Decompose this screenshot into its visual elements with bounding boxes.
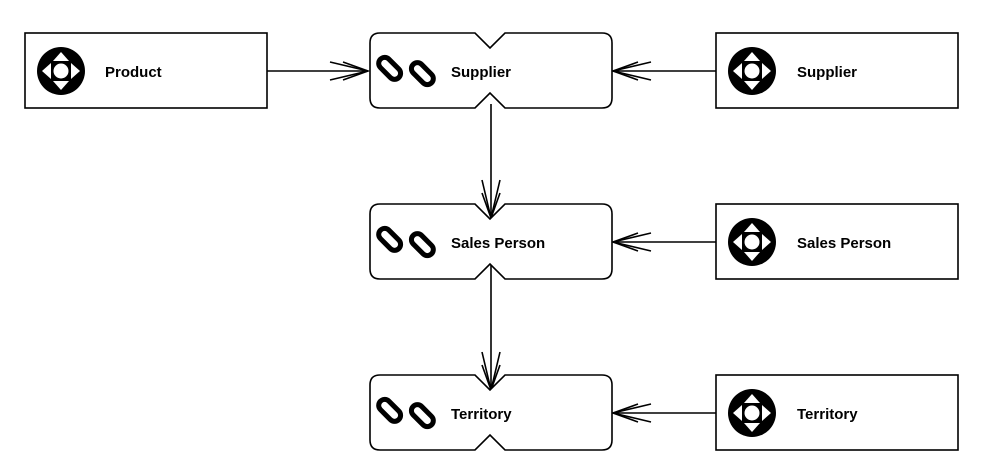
- hub-label: Sales Person: [797, 235, 891, 252]
- link-node-supplier[interactable]: Supplier: [369, 32, 613, 109]
- hub-label: Product: [105, 64, 162, 81]
- link-label: Territory: [451, 406, 512, 423]
- hub-icon: [728, 389, 776, 437]
- hub-node-territory[interactable]: Territory: [715, 374, 959, 451]
- link-label: Supplier: [451, 64, 511, 81]
- arrow-product-to-supplier-link: [267, 61, 371, 81]
- arrow-supplier-link-to-sales-person-link: [481, 104, 501, 221]
- hub-icon: [728, 47, 776, 95]
- hub-node-product[interactable]: Product: [24, 32, 268, 109]
- arrow-territory-hub-to-link: [610, 403, 716, 423]
- arrow-supplier-hub-to-supplier-link: [610, 61, 716, 81]
- hub-node-supplier[interactable]: Supplier: [715, 32, 959, 109]
- link-node-sales-person[interactable]: Sales Person: [369, 203, 613, 280]
- link-node-territory[interactable]: Territory: [369, 374, 613, 451]
- arrow-sales-person-link-to-territory-link: [481, 265, 501, 393]
- hub-node-sales-person[interactable]: Sales Person: [715, 203, 959, 280]
- link-label: Sales Person: [451, 235, 545, 252]
- hub-label: Territory: [797, 406, 858, 423]
- hub-icon: [37, 47, 85, 95]
- hub-label: Supplier: [797, 64, 857, 81]
- arrow-sales-person-hub-to-link: [610, 232, 716, 252]
- hub-icon: [728, 218, 776, 266]
